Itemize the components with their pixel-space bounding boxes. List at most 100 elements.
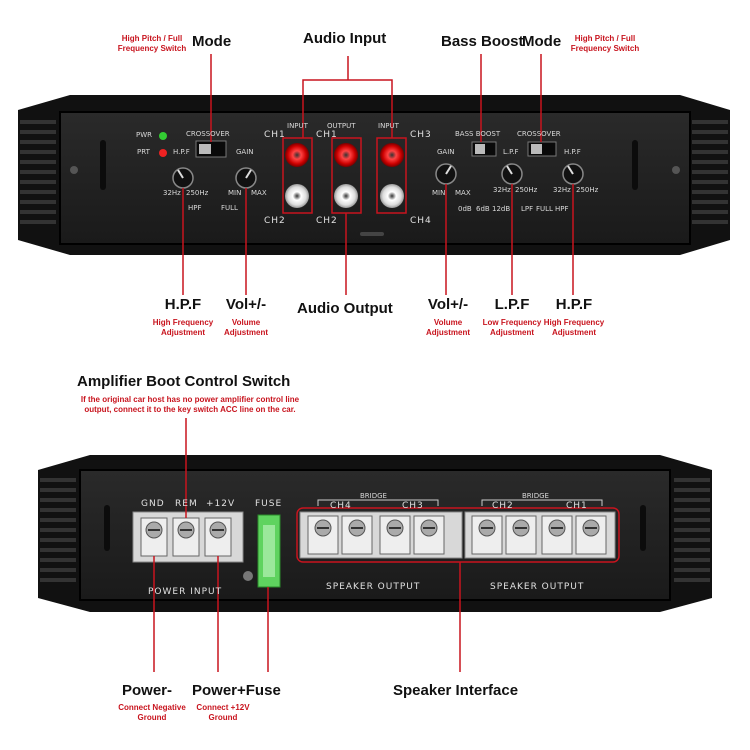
lpf-desc: Low Frequency Adjustment: [482, 318, 542, 337]
hpf-callout-left: H.P.F: [164, 296, 202, 313]
gnd-label: GND: [141, 499, 165, 509]
speaker-terminal[interactable]: [505, 515, 537, 555]
hpf-small-label-left: HPF: [188, 204, 202, 212]
audio-output-callout: Audio Output: [297, 300, 393, 317]
crossover-label-left: CROSSOVER: [186, 130, 230, 138]
bridge-label-2: BRIDGE: [522, 492, 549, 500]
prt-label: PRT: [137, 148, 150, 156]
right-heatsink-fins: [692, 120, 728, 224]
hz250-label-right: 250Hz: [576, 186, 599, 194]
min-label-right: MIN: [432, 189, 446, 197]
hpf-desc-left: High Frequency Adjustment: [152, 318, 214, 337]
rem-label: REM: [175, 499, 198, 509]
pwr-label: PWR: [136, 131, 153, 139]
mode-callout-left: Mode: [192, 33, 232, 50]
vol-callout-right: Vol+/-: [427, 296, 469, 313]
power-fuse-callout: Power+Fuse: [192, 682, 281, 699]
speaker-terminal[interactable]: [307, 515, 339, 555]
gnd-terminal[interactable]: [140, 517, 168, 557]
ch3-label-bottom: CH3: [402, 501, 424, 511]
ch2-label-bottom: CH2: [492, 501, 514, 511]
fuse[interactable]: [257, 514, 281, 588]
bridge-label-1: BRIDGE: [360, 492, 387, 500]
ch2-label-left: CH2: [264, 216, 286, 226]
power-input-label: POWER INPUT: [148, 587, 223, 597]
speaker-terminal[interactable]: [379, 515, 411, 555]
hz250-label-left: 250Hz: [186, 189, 209, 197]
speaker-terminal[interactable]: [471, 515, 503, 555]
hpf-desc-right: High Frequency Adjustment: [543, 318, 605, 337]
speaker-terminal[interactable]: [341, 515, 373, 555]
db12-label: 12dB: [492, 205, 511, 213]
min-label-left: MIN: [228, 189, 242, 197]
hpf-knob-left[interactable]: [172, 167, 194, 189]
bottom-right-fins: [674, 478, 710, 582]
ch1-label-left: CH1: [264, 130, 286, 140]
speaker-terminal[interactable]: [541, 515, 573, 555]
fuse-label: FUSE: [255, 499, 283, 509]
rca-input-ch2-white[interactable]: [285, 184, 309, 208]
left-heatsink-fins: [20, 120, 56, 224]
input-label-left: INPUT: [287, 122, 308, 130]
prt-led: [159, 149, 167, 157]
bottom-callout-lines: [153, 418, 620, 672]
max-label-left: MAX: [251, 189, 267, 197]
hpf-panel-label-right: H.P.F: [564, 148, 581, 156]
ground-screw: [243, 571, 253, 581]
lpf-panel-label: L.P.F: [503, 148, 519, 156]
rca-input-ch3-red[interactable]: [380, 143, 404, 167]
hz32-label-right: 32Hz: [553, 186, 571, 194]
lpf-knob[interactable]: [501, 163, 523, 185]
rem-terminal[interactable]: [172, 517, 200, 557]
hz32-label-left: 32Hz: [163, 189, 181, 197]
bass-boost-panel-label: BASS BOOST: [455, 130, 501, 138]
rca-output-ch1-red[interactable]: [334, 143, 358, 167]
speaker-interface-callout: Speaker Interface: [393, 682, 519, 699]
ch4-label-bottom: CH4: [330, 501, 352, 511]
pwr-led: [159, 132, 167, 140]
gain-knob-right[interactable]: [435, 163, 457, 185]
db0-label: 0dB: [458, 205, 472, 213]
boot-switch-desc: If the original car host has no power am…: [80, 395, 300, 414]
v12-label: +12V: [206, 499, 236, 509]
power-minus-desc: Connect Negative Ground: [118, 703, 186, 722]
input-label-right: INPUT: [378, 122, 399, 130]
speaker-output-label-1: SPEAKER OUTPUT: [326, 582, 421, 592]
hp-switch-callout-right: High Pitch / Full Frequency Switch: [570, 34, 640, 53]
ch2-label-mid: CH2: [316, 216, 338, 226]
power-fuse-desc: Connect +12V Ground: [196, 703, 250, 722]
hpf-small-label-right: HPF: [555, 205, 569, 213]
audio-input-callout: Audio Input: [303, 30, 387, 47]
hz32-label-mid: 32Hz: [493, 186, 511, 194]
output-label: OUTPUT: [327, 122, 356, 130]
lpf-callout: L.P.F: [494, 296, 530, 313]
ch1-label-bottom: CH1: [566, 501, 588, 511]
full-label-left: FULL: [221, 204, 238, 212]
boot-switch-title: Amplifier Boot Control Switch: [77, 373, 291, 390]
ch3-label: CH3: [410, 130, 432, 140]
lpf-small-label: LPF: [521, 205, 534, 213]
hz250-label-mid: 250Hz: [515, 186, 538, 194]
full-label-right: FULL: [536, 205, 553, 213]
rca-input-ch4-white[interactable]: [380, 184, 404, 208]
hpf-panel-label-left: H.P.F: [173, 148, 190, 156]
speaker-terminal[interactable]: [413, 515, 445, 555]
bottom-left-fins: [40, 478, 76, 582]
gain-knob-left[interactable]: [235, 167, 257, 189]
gain-panel-label-left: GAIN: [236, 148, 254, 156]
hp-switch-callout-left: High Pitch / Full Frequency Switch: [117, 34, 187, 53]
rca-input-ch1-red[interactable]: [285, 143, 309, 167]
rca-output-ch2-white[interactable]: [334, 184, 358, 208]
vol-desc-left: Volume Adjustment: [224, 318, 268, 337]
speaker-terminal[interactable]: [575, 515, 607, 555]
hpf-knob-right[interactable]: [562, 163, 584, 185]
ch1-label-mid: CH1: [316, 130, 338, 140]
v12-terminal[interactable]: [204, 517, 232, 557]
vol-desc-right: Volume Adjustment: [426, 318, 470, 337]
hpf-callout-right: H.P.F: [555, 296, 593, 313]
top-callout-lines: [182, 54, 574, 295]
mode-callout-right: Mode: [522, 33, 562, 50]
bottom-amplifier-panel: [38, 455, 712, 612]
vol-callout-left: Vol+/-: [225, 296, 267, 313]
